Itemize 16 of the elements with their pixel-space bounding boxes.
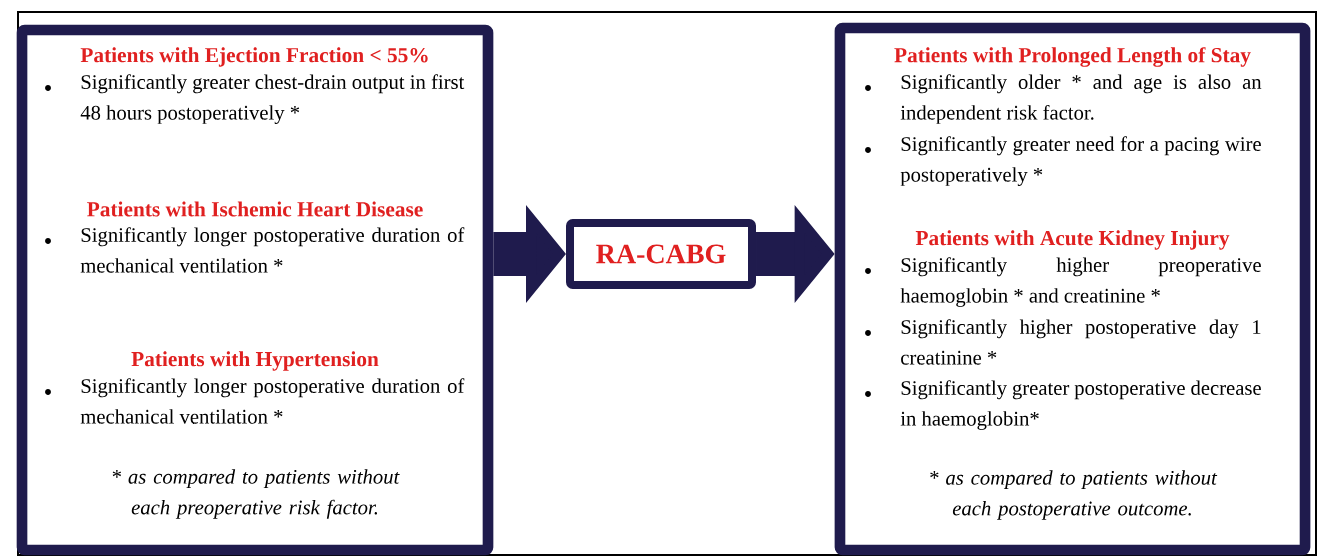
heading: Patients with Ejection Fraction < 55% <box>80 47 428 67</box>
heading: Patients with Prolonged Length of Stay <box>894 47 1251 67</box>
heading: Patients with Ischemic Heart Disease <box>87 201 423 217</box>
bullet-item: Significantly greater postoperative decrease in haemoglobin* <box>865 380 1261 430</box>
bullet-item: Significantly longer postoperative duration of mechanical ventilation * <box>45 378 465 424</box>
bullet-item: Significantly higher postoperative day 1 creatinine * <box>865 319 1261 365</box>
bullet-item: Significantly greater chest-drain output in first 48 hours postoperatively * <box>45 74 465 124</box>
box-label: RA-CABG <box>596 244 726 264</box>
bullet-item: Significantly greater need for a pacing wire postoperatively * <box>865 136 1261 186</box>
heading: Patients with Acute Kidney Injury <box>915 230 1230 250</box>
heading: Patients with Hypertension <box>131 351 379 371</box>
bullet-item: Significantly older * and age is also an independent risk factor. <box>865 74 1262 124</box>
footnote: * as compared to patients without each preoperative risk factor. <box>112 469 400 519</box>
footnote: * as compared to patients without each postoperative outcome. <box>930 470 1218 520</box>
bullet-item: Significantly higher preoperative haemoglobin * and creatinine * <box>865 257 1261 307</box>
bullet-item: Significantly longer postoperative duration of mechanical ventilation * <box>45 227 465 273</box>
